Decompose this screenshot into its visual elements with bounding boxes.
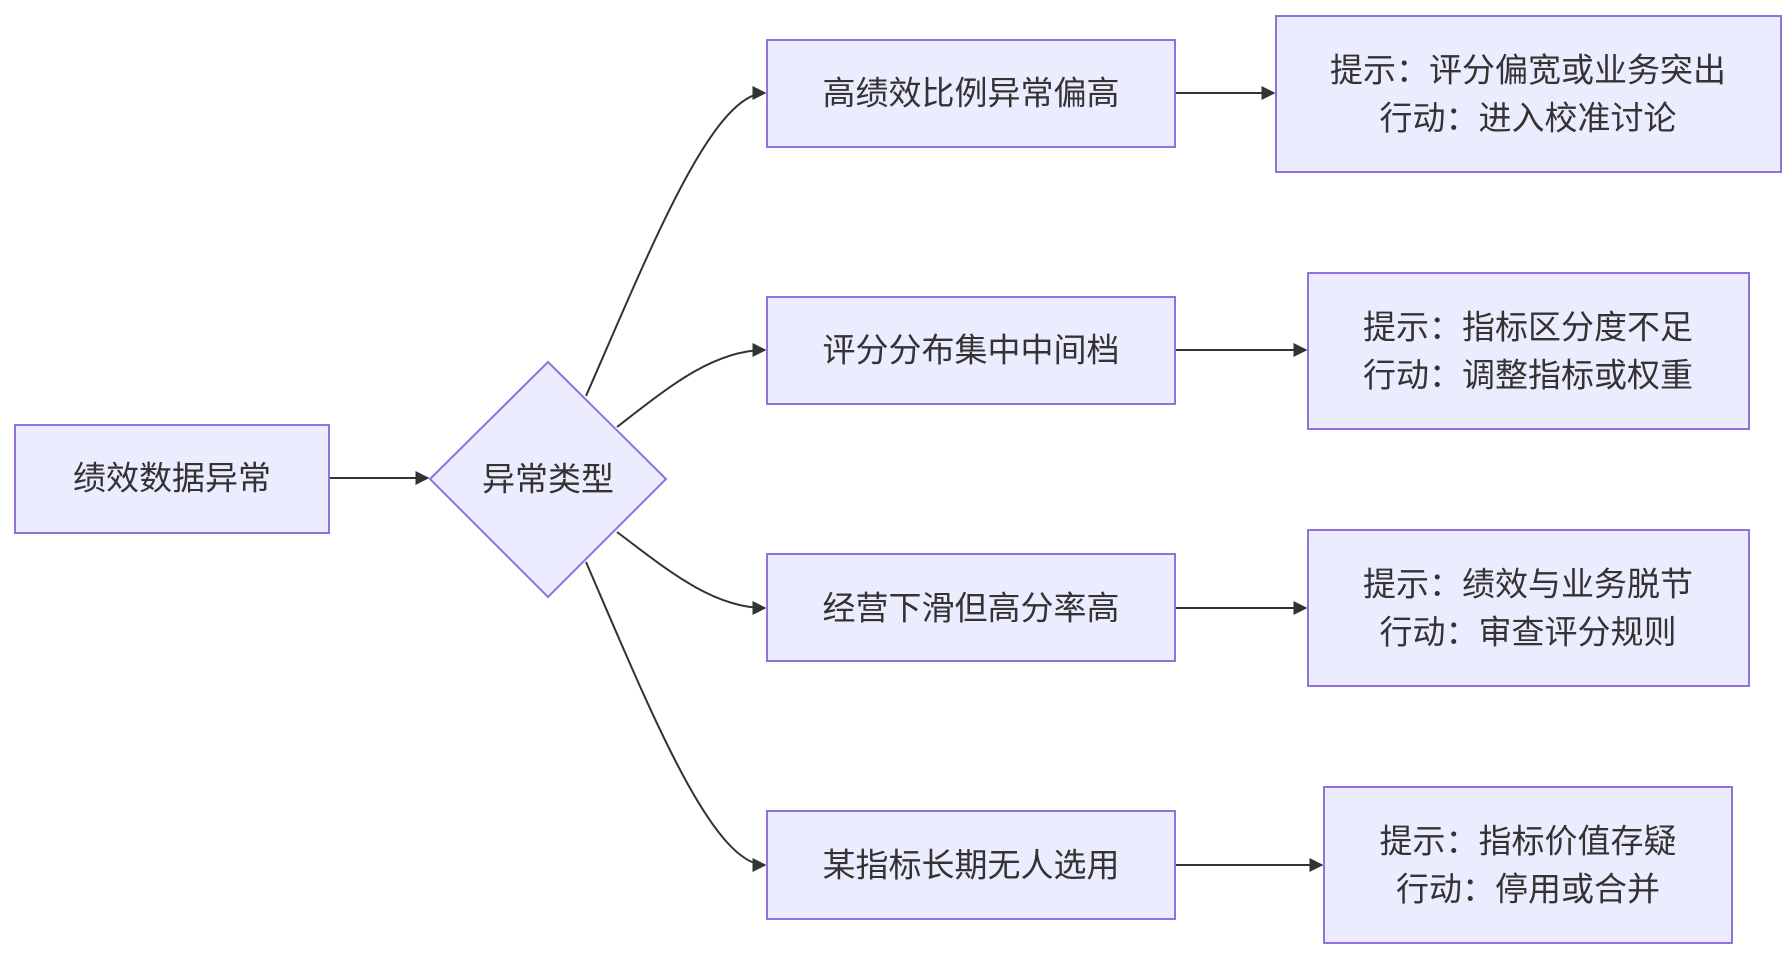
node-result-2-line-1: 提示：指标区分度不足 xyxy=(1363,308,1693,347)
node-result-1-line-2: 行动：进入校准讨论 xyxy=(1380,99,1677,138)
node-type-1-label: 高绩效比例异常偏高 xyxy=(823,74,1120,113)
node-source-label: 绩效数据异常 xyxy=(73,459,271,498)
edge-decision-to-type-1 xyxy=(585,86,767,397)
node-result-3-line-2: 行动：审查评分规则 xyxy=(1380,613,1677,652)
node-result-1: 提示：评分偏宽或业务突出 行动：进入校准讨论 xyxy=(1275,15,1782,173)
edge-decision-to-type-2 xyxy=(616,343,767,428)
node-source: 绩效数据异常 xyxy=(14,424,330,534)
node-result-2: 提示：指标区分度不足 行动：调整指标或权重 xyxy=(1307,272,1750,430)
edge-decision-to-type-4 xyxy=(585,561,767,872)
node-type-4-label: 某指标长期无人选用 xyxy=(823,846,1120,885)
node-type-3-label: 经营下滑但高分率高 xyxy=(823,589,1120,628)
node-decision-label: 异常类型 xyxy=(482,460,614,499)
node-decision: 异常类型 xyxy=(428,360,668,599)
edge-decision-to-type-3 xyxy=(616,531,767,615)
node-result-2-line-2: 行动：调整指标或权重 xyxy=(1363,356,1693,395)
node-result-4-line-1: 提示：指标价值存疑 xyxy=(1380,822,1677,861)
node-result-4: 提示：指标价值存疑 行动：停用或合并 xyxy=(1323,786,1733,944)
node-type-3: 经营下滑但高分率高 xyxy=(766,553,1176,662)
node-type-2-label: 评分分布集中中间档 xyxy=(823,331,1120,370)
node-type-4: 某指标长期无人选用 xyxy=(766,810,1176,920)
edges xyxy=(330,86,1324,872)
node-result-3-line-1: 提示：绩效与业务脱节 xyxy=(1363,565,1693,604)
node-result-3: 提示：绩效与业务脱节 行动：审查评分规则 xyxy=(1307,529,1750,687)
node-result-4-line-2: 行动：停用或合并 xyxy=(1396,870,1660,909)
node-result-1-line-1: 提示：评分偏宽或业务突出 xyxy=(1330,51,1726,90)
node-type-2: 评分分布集中中间档 xyxy=(766,296,1176,405)
node-type-1: 高绩效比例异常偏高 xyxy=(766,39,1176,148)
